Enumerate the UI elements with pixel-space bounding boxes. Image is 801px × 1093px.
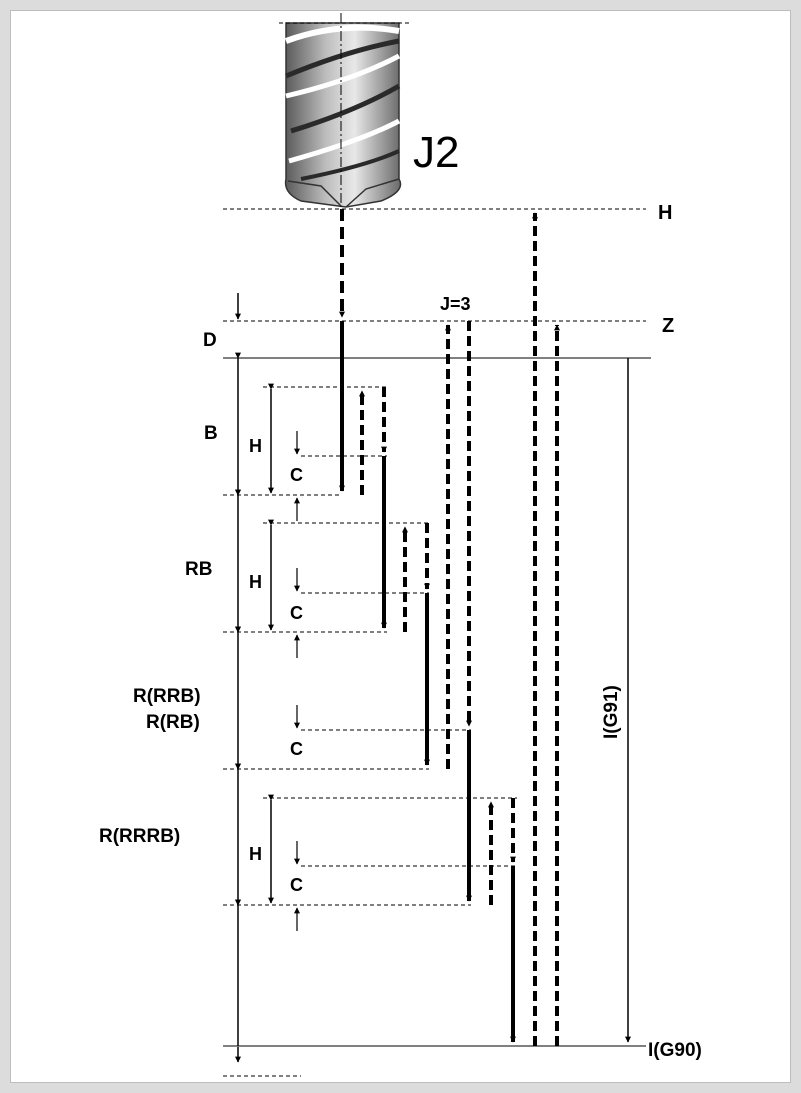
tool-path <box>339 209 560 1046</box>
label-h-3: H <box>249 844 262 864</box>
label-r-rrb: R(RRB) <box>133 686 201 707</box>
label-i-g90: I(G90) <box>648 1040 702 1061</box>
label-z-plane: Z <box>662 315 674 337</box>
label-j: J=3 <box>440 294 471 314</box>
label-c-4: C <box>290 875 303 895</box>
label-r-rrrb: R(RRRB) <box>99 826 180 847</box>
label-h-2: H <box>249 572 262 592</box>
drilling-cycle-diagram: J2 <box>99 13 702 1077</box>
label-rb: RB <box>185 559 212 580</box>
label-c-1: C <box>290 465 303 485</box>
label-c-2: C <box>290 603 303 623</box>
tool-label: J2 <box>413 128 459 177</box>
label-b: B <box>204 423 218 444</box>
label-i-g91: I(G91) <box>601 685 622 739</box>
label-r-rb: R(RB) <box>146 712 200 733</box>
drill-bit-icon <box>279 13 411 208</box>
label-c-3: C <box>290 739 303 759</box>
label-h-1: H <box>249 436 262 456</box>
label-h-plane: H <box>658 202 672 224</box>
labels: H Z J=3 D B RB R(RRB) R(RB) R(RRRB) H H … <box>99 202 702 1061</box>
label-d: D <box>203 330 217 351</box>
reference-lines <box>223 208 651 1077</box>
diagram-frame: J2 <box>10 10 791 1083</box>
